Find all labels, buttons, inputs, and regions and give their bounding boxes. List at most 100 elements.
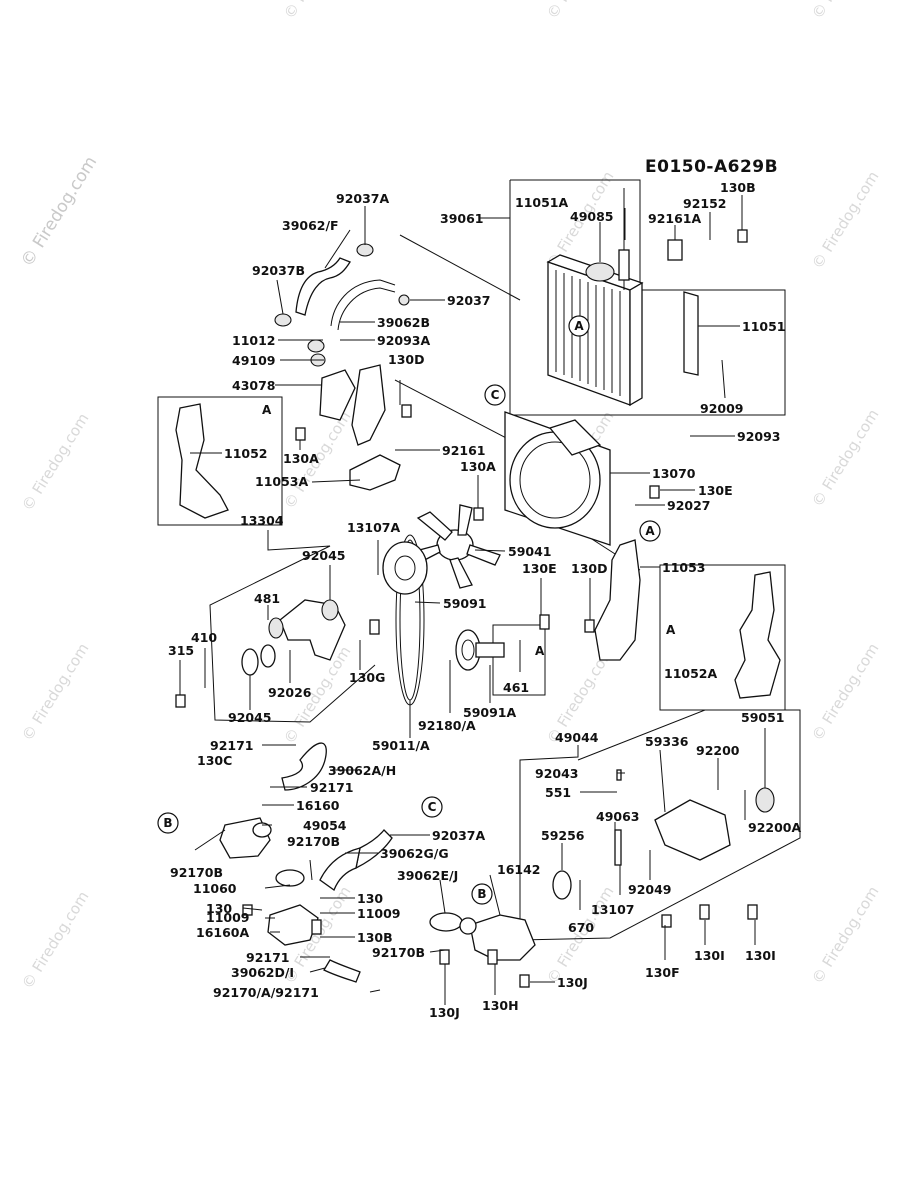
part-number-59256: 59256 — [541, 828, 585, 843]
part-number-49085: 49085 — [570, 209, 614, 224]
watermark-repeat: © Firedog.com — [808, 168, 882, 272]
part-number-13304: 13304 — [240, 513, 284, 528]
part-number-130E: 130E — [698, 483, 733, 498]
callout-label: B — [163, 816, 172, 830]
leader-lines — [179, 195, 766, 1005]
part-number-92171-b: 92171 — [310, 780, 354, 795]
part-number-551: 551 — [545, 785, 571, 800]
part-number-130J-b: 130J — [557, 975, 588, 990]
part-number-130-b: 130 — [357, 891, 383, 906]
watermark-repeat: © Firedog.com — [18, 410, 92, 514]
part-number-92009: 92009 — [700, 401, 744, 416]
part-number-92045: 92045 — [302, 548, 346, 563]
part-number-59091A: 59091A — [463, 705, 516, 720]
part-number-92170B: 92170B — [170, 865, 223, 880]
part-number-39062EJ: 39062E/J — [397, 868, 458, 883]
part-number-670: 670 — [568, 920, 594, 935]
part-number-92161: 92161 — [442, 443, 486, 458]
watermark-repeat: © Firedog.com — [808, 640, 882, 744]
watermark-repeat: © Firedog.com — [808, 0, 882, 22]
part-number-130D-mid: 130D — [571, 561, 607, 576]
rubber-mount — [667, 239, 683, 261]
dipstick-bracket — [618, 249, 630, 281]
part-number-39061: 39061 — [440, 211, 484, 226]
part-number-59091: 59091 — [443, 596, 487, 611]
part-number-130A: 130A — [283, 451, 319, 466]
alternator-bracket — [241, 599, 346, 676]
upper-hose — [274, 243, 410, 331]
watermark-repeat: © Firedog.com — [18, 640, 92, 744]
part-number-130I-b: 130I — [745, 948, 776, 963]
part-number-92171: 92171 — [210, 738, 254, 753]
part-number-49044: 49044 — [555, 730, 599, 745]
part-number-59041: 59041 — [508, 544, 552, 559]
callout-A-radiator: A — [568, 315, 590, 337]
part-number-130J: 130J — [429, 1005, 460, 1020]
part-number-92200: 92200 — [696, 743, 740, 758]
callout-label: C — [491, 388, 500, 402]
callout-C-hose: C — [421, 796, 443, 818]
bracket-11052 — [175, 403, 229, 519]
part-number-92037A-c: 92037A — [432, 828, 485, 843]
part-number-481: 481 — [254, 591, 280, 606]
part-number-92180A: 92180/A — [418, 718, 476, 733]
part-number-130D: 130D — [388, 352, 424, 367]
part-number-16142: 16142 — [497, 862, 541, 877]
part-number-49054: 49054 — [303, 818, 347, 833]
part-number-39062AH: 39062A/H — [328, 763, 396, 778]
part-number-92045-bottom: 92045 — [228, 710, 272, 725]
pulley — [455, 629, 505, 671]
part-number-130C: 130C — [197, 753, 232, 768]
part-number-92170A-92171: 92170/A/92171 — [213, 985, 319, 1000]
callout-B-left: B — [157, 812, 179, 834]
part-number-130G: 130G — [349, 670, 385, 685]
radiator — [546, 254, 644, 407]
part-number-13107A: 13107A — [347, 520, 400, 535]
part-number-49109: 49109 — [232, 353, 276, 368]
fan — [411, 504, 501, 589]
diagram-code: E0150-A629B — [645, 157, 778, 177]
part-number-11053: 11053 — [662, 560, 706, 575]
part-number-59336: 59336 — [645, 734, 689, 749]
part-number-92152: 92152 — [683, 196, 727, 211]
fan-belt — [382, 534, 428, 706]
part-number-92170B-bottom: 92170B — [372, 945, 425, 960]
box-label-left: A — [262, 403, 272, 417]
part-number-11052: 11052 — [224, 446, 268, 461]
part-number-11051A: 11051A — [515, 195, 568, 210]
part-number-39062B: 39062B — [377, 315, 430, 330]
part-number-11009: 11009 — [206, 910, 250, 925]
part-number-92200A: 92200A — [748, 820, 801, 835]
watermark-repeat: © Firedog.com — [808, 883, 882, 987]
part-number-92037B: 92037B — [252, 263, 305, 278]
part-number-130: 130 — [206, 901, 232, 916]
callout-C-radiator: C — [484, 384, 506, 406]
part-number-92043: 92043 — [535, 766, 579, 781]
part-number-11009-r: 11009 — [357, 906, 401, 921]
part-number-92093: 92093 — [737, 429, 781, 444]
part-number-130E-mid: 130E — [522, 561, 557, 576]
part-number-11053A: 11053A — [255, 474, 308, 489]
part-number-92026: 92026 — [268, 685, 312, 700]
callout-label: C — [428, 800, 437, 814]
bracket-11053 — [594, 539, 641, 661]
part-labels: 92037A 39062/F 92037B 92037 39062B 11012… — [168, 180, 801, 1020]
callout-label: A — [574, 319, 584, 333]
callout-A-bracket: A — [639, 520, 661, 542]
part-number-92093A: 92093A — [377, 333, 430, 348]
part-number-92027: 92027 — [667, 498, 711, 513]
part-number-39062F: 39062/F — [282, 218, 339, 233]
water-pump-lower — [219, 742, 393, 983]
part-number-59011A: 59011/A — [372, 738, 430, 753]
part-number-130B: 130B — [720, 180, 756, 195]
part-number-130H: 130H — [482, 998, 519, 1013]
part-number-130I: 130I — [694, 948, 725, 963]
box-label-right: A — [666, 623, 676, 637]
watermark-repeat: © Firedog.com — [808, 406, 882, 510]
watermark-layer: © Firedog.com © Firedog.com © Firedog.co… — [17, 0, 882, 992]
part-number-39062DI: 39062D/I — [231, 965, 294, 980]
watermark-main: © Firedog.com — [17, 153, 101, 271]
part-number-130B-bottom: 130B — [357, 930, 393, 945]
part-number-13070: 13070 — [652, 466, 696, 481]
callout-label: B — [477, 887, 486, 901]
